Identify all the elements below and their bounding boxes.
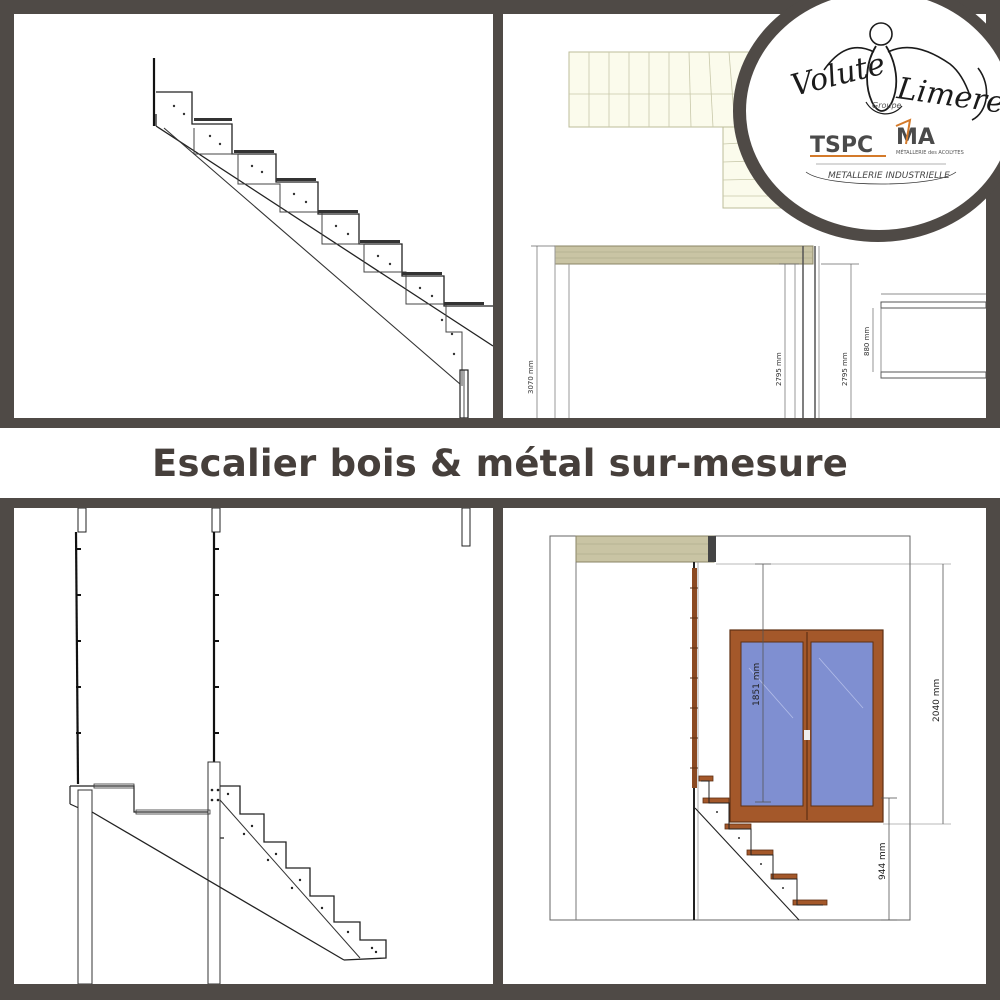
logo-brand-ma: MA [896, 125, 935, 150]
logo-subtitle: METALLERIE INDUSTRIELLE [828, 171, 950, 181]
logo-brand-tspc: TSPC [810, 133, 873, 158]
dim-944: 944 mm [878, 842, 888, 880]
window-elevation-drawing: 1851 mm 2040 mm 944 mm [549, 535, 951, 921]
panel-stair-side-view [14, 14, 493, 418]
stair-side-drawing [152, 58, 493, 418]
logo-brand-ma-caption: MÉTALLERIE des ACOLYTES [896, 148, 964, 156]
panel-window-elevation: 1851 mm 2040 mm 944 mm [503, 508, 986, 984]
dim-2795-a: 2795 mm [775, 352, 783, 386]
dim-2040: 2040 mm [932, 679, 942, 722]
logo-graphic: Volute Limere Groupe TSPC MA MÉTALLERIE … [787, 22, 1000, 185]
dim-2795-b: 2795 mm [841, 352, 849, 386]
panel-stair-front-view [14, 508, 493, 984]
dim-880: 880 mm [863, 327, 871, 356]
title-banner: Escalier bois & métal sur-mesure [0, 428, 1000, 498]
company-logo: Volute Limere Groupe TSPC MA MÉTALLERIE … [746, 0, 1000, 230]
logo-script-small: Groupe [872, 101, 902, 110]
banner-title: Escalier bois & métal sur-mesure [151, 441, 848, 485]
dim-3070: 3070 mm [527, 360, 535, 394]
dim-1851: 1851 mm [752, 663, 762, 706]
stair-front-drawing [69, 508, 471, 984]
